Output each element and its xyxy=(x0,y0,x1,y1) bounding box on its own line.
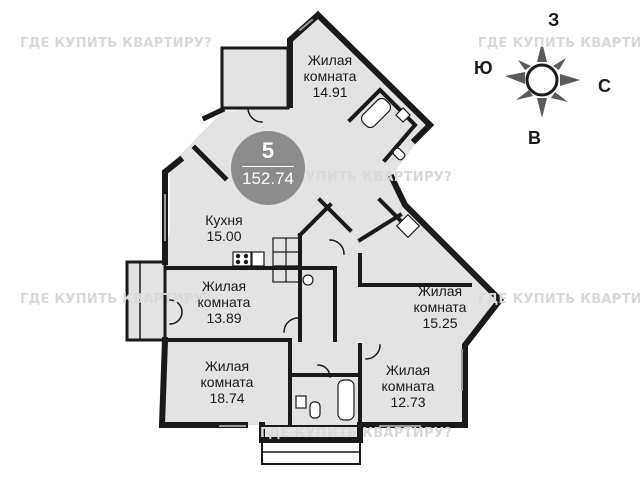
room-name: Жилая xyxy=(385,362,431,378)
room-label-living-3: Жилая комната 15.25 xyxy=(414,283,467,331)
sink-icon-bottom xyxy=(295,395,307,409)
room-count: 5 xyxy=(261,138,275,163)
compass-east-label: С xyxy=(598,76,611,96)
sink-icon-top xyxy=(395,107,411,123)
stove-icon xyxy=(232,251,252,267)
watermark-top-right: ГДЕ КУПИТЬ КВАРТИРУ? xyxy=(478,36,640,51)
room-label-living-4: Жилая комната 18.74 xyxy=(201,358,254,406)
fixtures xyxy=(232,97,421,421)
cabinet-grid xyxy=(272,237,300,283)
floor-area xyxy=(127,15,500,440)
room-name-line2: комната xyxy=(197,294,251,310)
room-name-line2: комната xyxy=(200,374,254,390)
room-name-line2: комната xyxy=(381,378,435,394)
room-area: 14.91 xyxy=(312,84,348,100)
toilet-icon-bottom xyxy=(309,401,321,419)
room-area: 15.00 xyxy=(206,228,242,244)
small-sink-icon xyxy=(302,274,314,286)
room-name: Жилая xyxy=(307,52,353,68)
compass-south-label: В xyxy=(528,128,541,148)
room-name-line2: комната xyxy=(413,299,467,315)
watermark-mid-left: ГДЕ КУПИТЬ КВАРТИРУ? xyxy=(20,292,212,307)
room-area: 18.74 xyxy=(209,390,245,406)
watermark-top-left: ГДЕ КУПИТЬ КВАРТИРУ? xyxy=(20,36,212,51)
room-label-living-5: Жилая комната 12.73 xyxy=(382,362,435,410)
room-name: Жилая xyxy=(417,283,463,299)
compass-north-label: З xyxy=(548,10,560,30)
room-label-living-2: Жилая комната 13.89 xyxy=(198,278,251,326)
watermark-bottom: ГДЕ КУПИТЬ КВАРТИРУ? xyxy=(260,426,452,441)
badge-divider xyxy=(242,166,294,167)
room-name: Жилая xyxy=(201,278,247,294)
room-area: 13.89 xyxy=(206,310,242,326)
room-label-living-1: Жилая комната 14.91 xyxy=(304,52,357,100)
toilet-icon-top xyxy=(392,147,406,161)
apartment-badge: 5 152.74 xyxy=(231,131,305,205)
kitchen-sink-icon xyxy=(251,251,265,267)
walls xyxy=(125,10,504,465)
watermark-mid-right: ГДЕ КУПИТЬ КВАРТИРУ? xyxy=(478,292,640,307)
bathtub-icon xyxy=(360,97,392,129)
bathtub-icon-bottom xyxy=(337,379,355,421)
wardrobe-icon xyxy=(395,213,421,239)
watermark-center: ГДЕ КУПИТЬ КВАРТИРУ? xyxy=(260,170,452,185)
room-area: 15.25 xyxy=(422,315,458,331)
room-name: Кухня xyxy=(205,212,243,228)
room-area: 12.73 xyxy=(390,394,426,410)
compass-west-label: Ю xyxy=(474,58,493,78)
room-label-kitchen: Кухня 15.00 xyxy=(205,212,242,244)
total-area: 152.74 xyxy=(242,169,294,188)
room-name: Жилая xyxy=(204,358,250,374)
compass-icon xyxy=(505,42,580,118)
room-name-line2: комната xyxy=(303,68,357,84)
